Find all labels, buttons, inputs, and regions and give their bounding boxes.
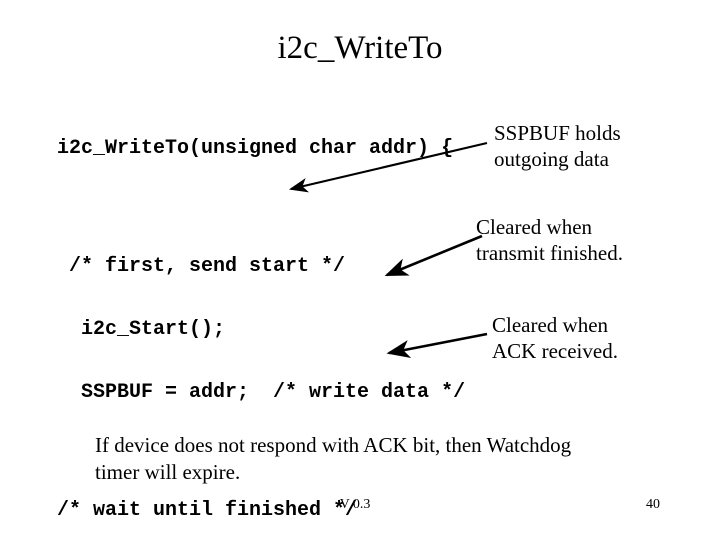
code-line: SSPBUF = addr; /* write data */ bbox=[57, 381, 466, 404]
bottom-note-line1: If device does not respond with ACK bit,… bbox=[95, 433, 572, 457]
annotation-transmit-line1: Cleared when bbox=[476, 215, 593, 239]
footer-page-number: 40 bbox=[646, 497, 660, 512]
annotation-sspbuf-line2: outgoing data bbox=[494, 147, 609, 171]
bottom-note-line2: timer will expire. bbox=[95, 460, 241, 484]
annotation-ack-line2: ACK received. bbox=[492, 339, 618, 363]
page-title: i2c_WriteTo bbox=[277, 30, 443, 66]
annotation-sspbuf: SSPBUF holds outgoing data bbox=[494, 120, 621, 172]
code-line: /* wait until finished */ bbox=[57, 499, 358, 522]
annotation-transmit: Cleared when transmit finished. bbox=[476, 214, 623, 266]
code-block: i2c_WriteTo(unsigned char addr) { /* fir… bbox=[57, 96, 465, 540]
annotation-ack-line1: Cleared when bbox=[492, 313, 609, 337]
footer-version: V 0.3 bbox=[339, 497, 371, 512]
bottom-note: If device does not respond with ACK bit,… bbox=[95, 432, 675, 486]
code-line-blank bbox=[57, 201, 465, 214]
code-line: i2c_WriteTo(unsigned char addr) { bbox=[57, 137, 454, 160]
code-line: /* first, send start */ bbox=[57, 255, 346, 278]
annotation-transmit-line2: transmit finished. bbox=[476, 241, 623, 265]
annotation-ack: Cleared when ACK received. bbox=[492, 312, 618, 364]
code-line: i2c_Start(); bbox=[57, 318, 226, 341]
annotation-sspbuf-line1: SSPBUF holds bbox=[494, 121, 621, 145]
